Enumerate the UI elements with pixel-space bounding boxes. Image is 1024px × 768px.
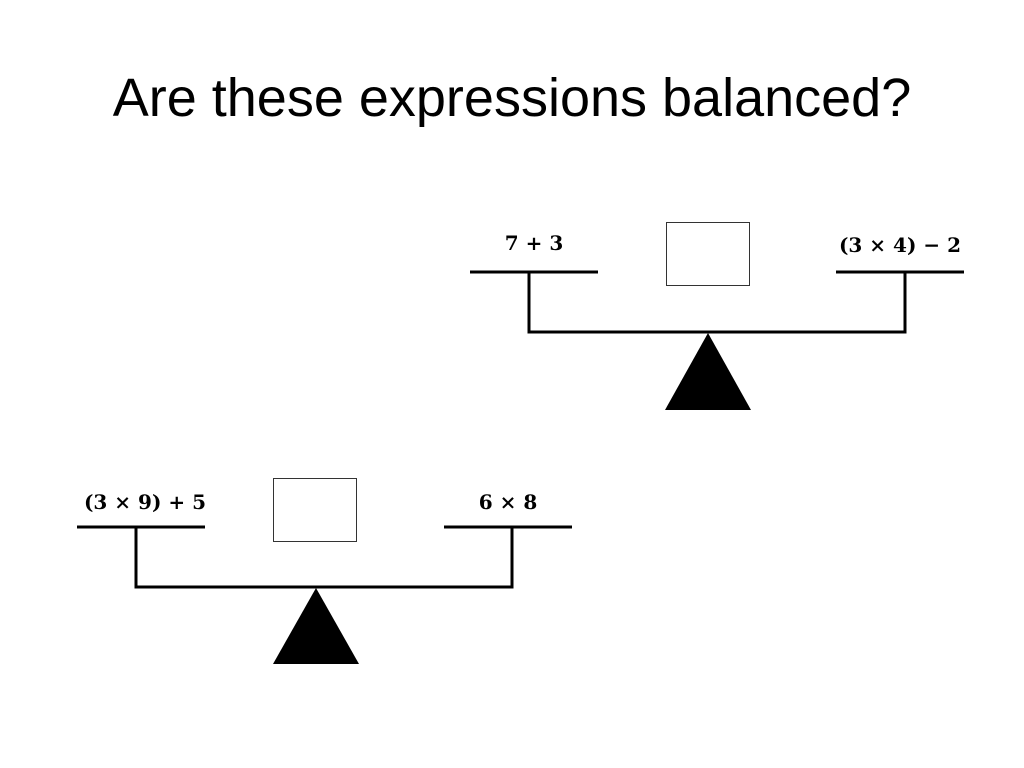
left-expression-1: 7 + 3 [504,231,564,255]
answer-box-1[interactable] [666,222,750,286]
right-expression-2: 6 × 8 [478,490,538,514]
slide-title: Are these expressions balanced? [112,68,912,128]
left-expression-2: (3 × 9) + 5 [83,490,207,514]
right-expression-1: (3 × 4) − 2 [838,233,962,257]
answer-box-2[interactable] [273,478,357,542]
fulcrum-1 [665,333,751,410]
fulcrum-2 [273,588,359,664]
